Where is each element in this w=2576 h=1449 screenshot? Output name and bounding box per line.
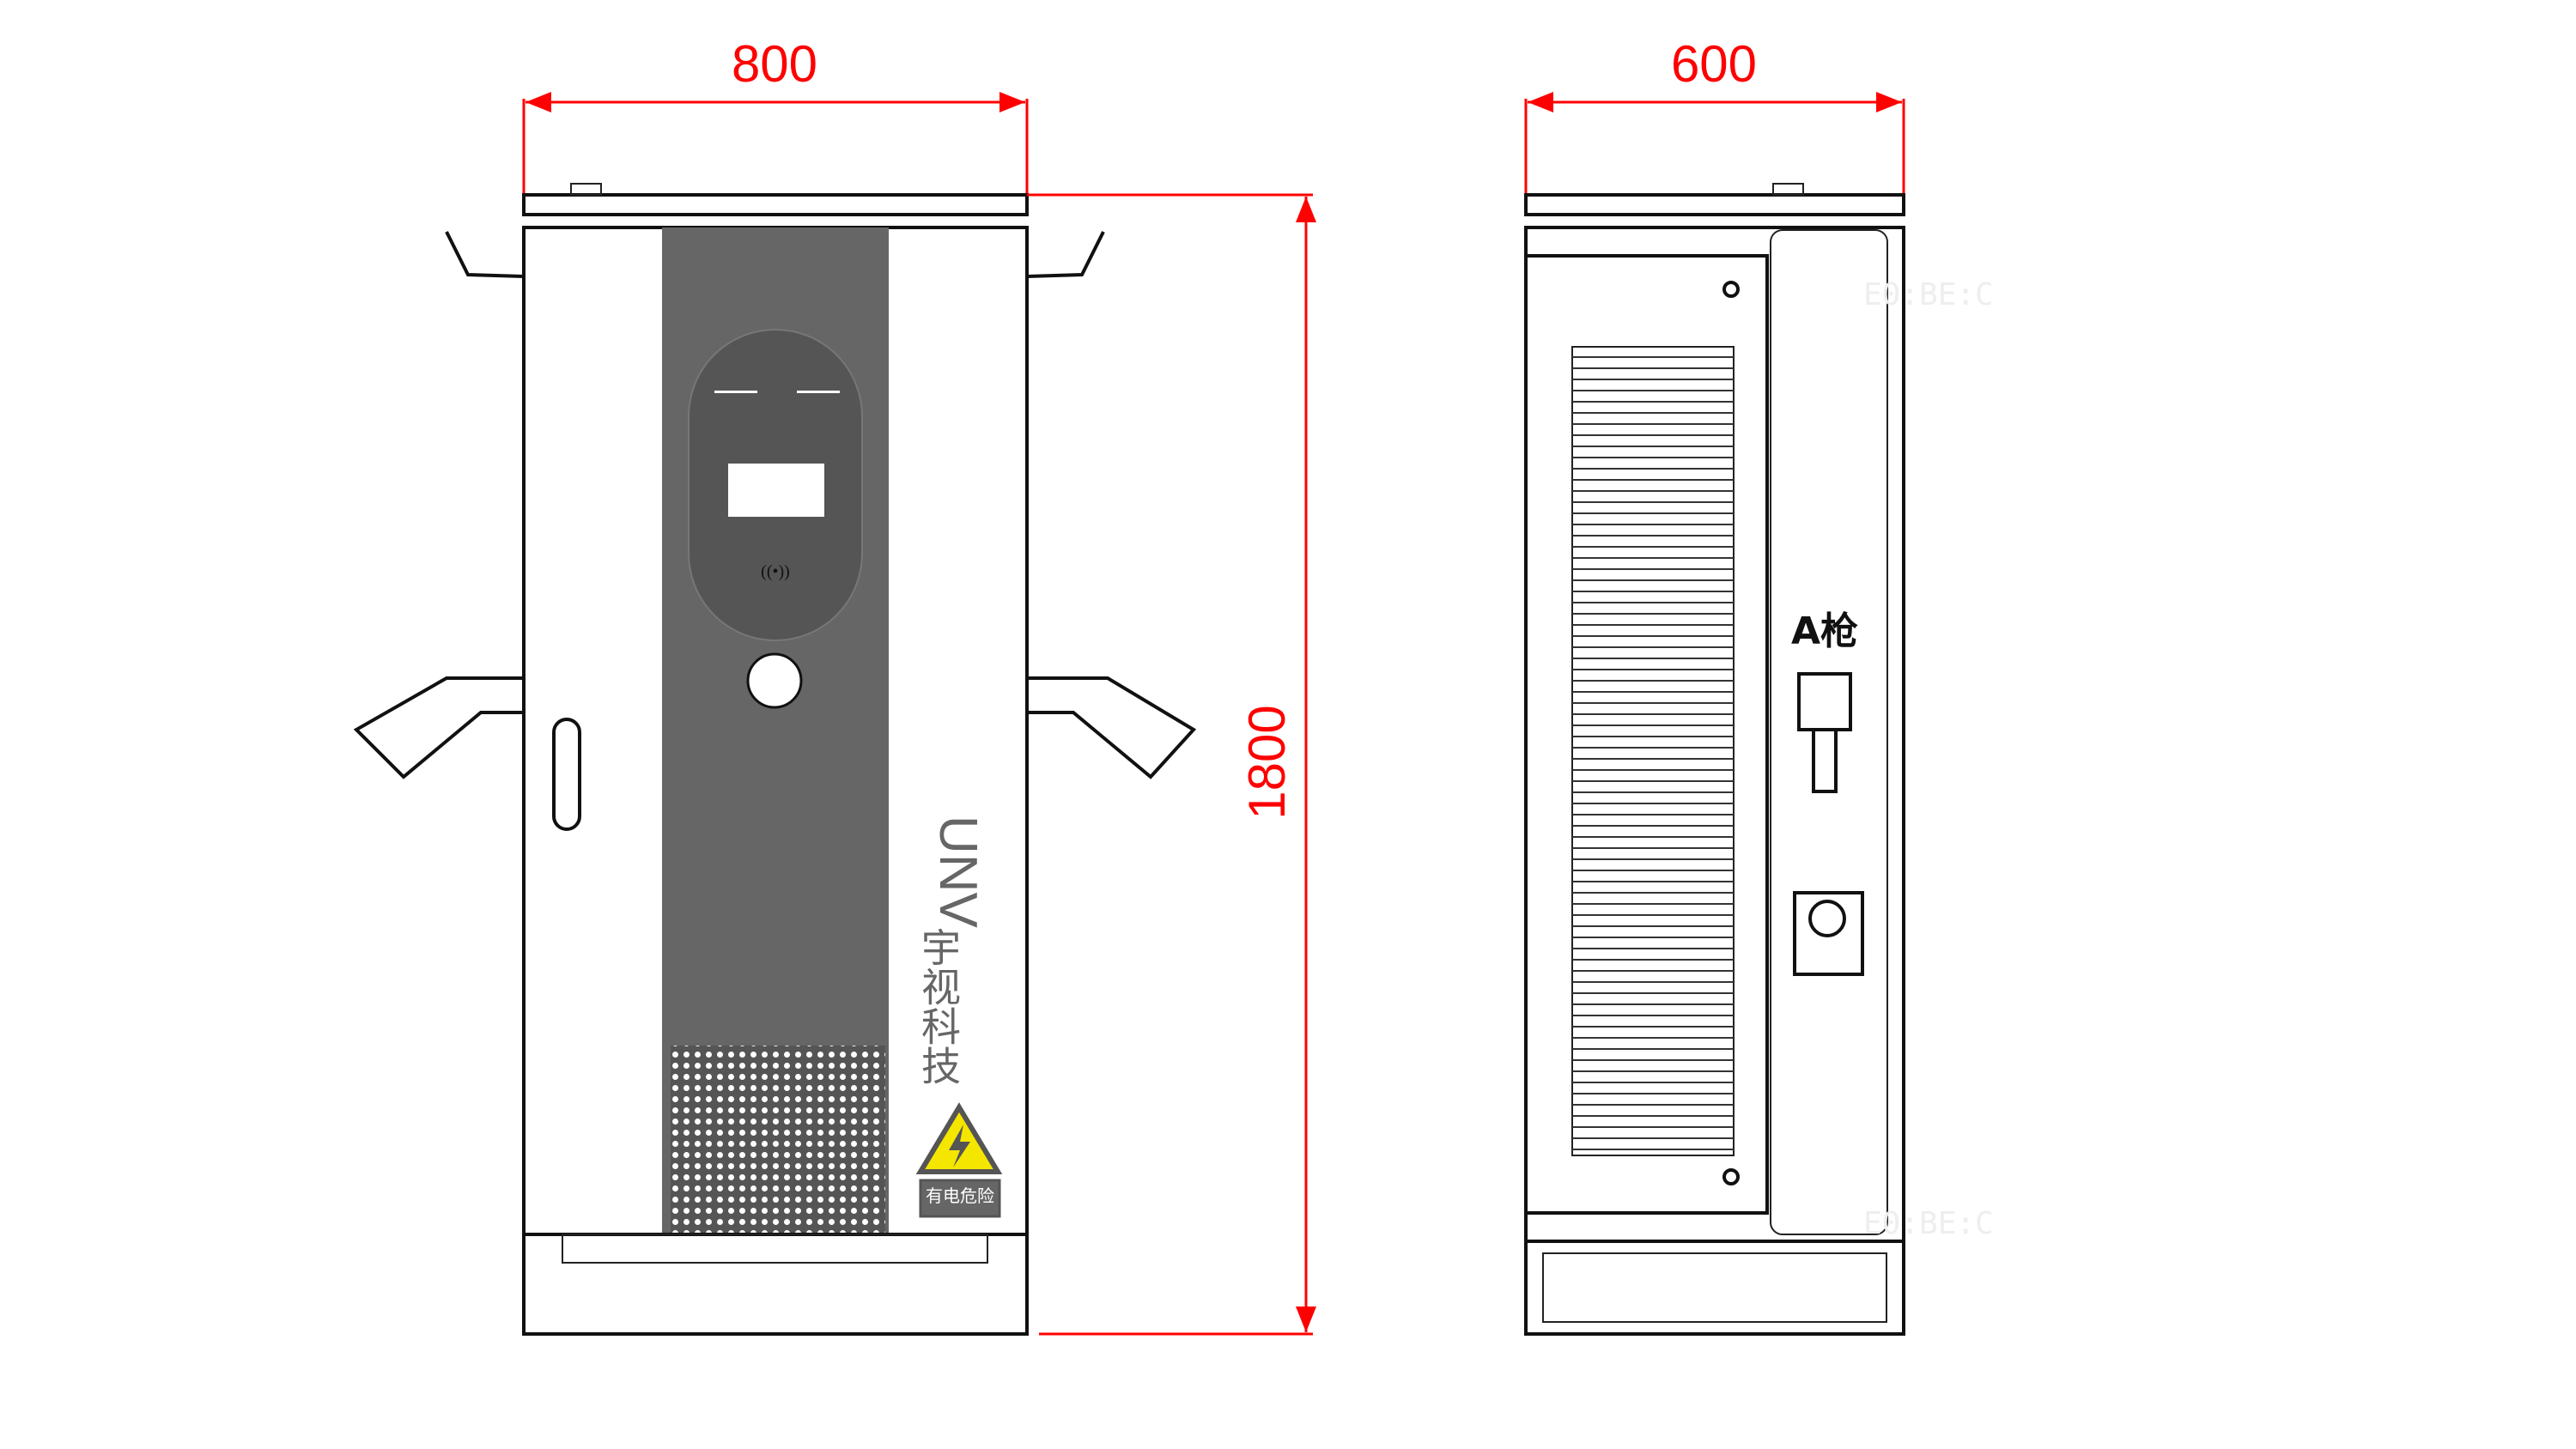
watermark: E0:BE:C [1863,277,1994,312]
logo: UNV [928,815,987,929]
base [522,1233,1029,1336]
width-label: 800 [732,35,817,93]
top-cap [522,193,1029,216]
emergency-stop-button [746,652,803,709]
side-base [1524,1240,1905,1336]
warning-label: 有电危险 [926,1185,994,1206]
vent-grille [671,1046,885,1234]
brand-name: 宇视科技 [915,927,962,1085]
socket [1793,891,1864,976]
display-screen [728,464,824,517]
side-door [1524,254,1769,1215]
rfid-icon: ((•)) [761,562,790,581]
charging-gun-left [353,676,524,779]
height-label: 1800 [1238,705,1296,819]
front-width-dimension: 800 [522,35,1029,193]
door-handle [552,718,581,831]
gun-label: A枪 [1791,609,1858,653]
charging-gun-right [1027,676,1197,779]
height-dimension: 1800 [1027,193,1316,1336]
watermark: E0:BE:C [1863,1206,1994,1241]
warning-sign: 有电危险 [915,1102,1003,1218]
side-view: A枪 E0:BE:C E0:BE:C [1524,183,1994,1336]
depth-label: 600 [1671,35,1757,93]
cable-hooks [445,231,1105,278]
charging-gun-holder [1797,672,1852,731]
side-depth-dimension: 600 [1524,35,1905,193]
front-view: ((•)) UNV 宇视科技 有电危险 [353,183,1197,1336]
louver-vent [1571,346,1735,1156]
